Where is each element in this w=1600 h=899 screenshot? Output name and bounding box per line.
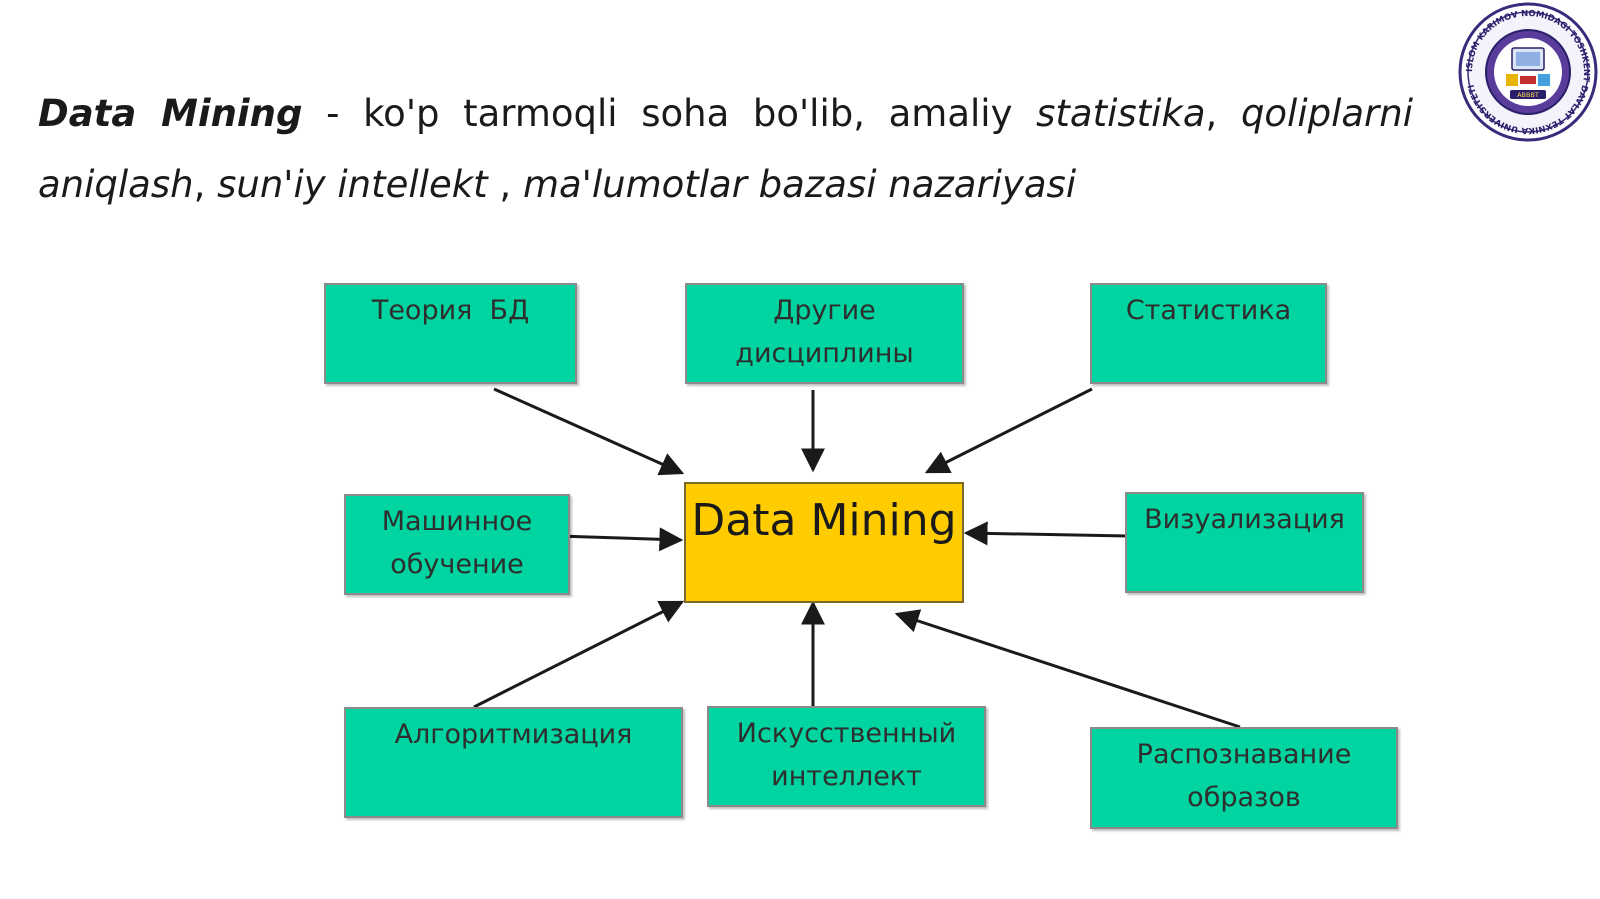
node-db-theory: Теория БД <box>324 283 577 384</box>
intro-suniy-intellekt: sun'iy intellekt <box>217 163 488 206</box>
node-artificial-intelligence-line-1: Искусственный <box>736 718 957 749</box>
arrow-pattern-recognition <box>894 609 1241 729</box>
arrow-algorithmization <box>473 600 685 709</box>
node-visualization-line-1: Визуализация <box>1144 504 1345 535</box>
university-seal-logo: ISLOM KARIMOV NOMIDAGI TOSHKENT DAVLAT T… <box>1458 2 1598 142</box>
arrow-machine-learning <box>557 527 684 552</box>
node-algorithmization: Алгоритмизация <box>344 707 683 818</box>
term-data-mining: Data Mining <box>38 92 303 135</box>
intro-comma-3: , <box>487 163 523 206</box>
arrow-db-theory <box>493 387 685 476</box>
node-pattern-recognition-line-1: Распознавание <box>1136 739 1352 770</box>
node-other-disciplines: Другие дисциплины <box>685 283 964 384</box>
intro-malumotlar-bazasi: ma'lumotlar bazasi nazariyasi <box>522 163 1077 206</box>
node-visualization: Визуализация <box>1125 492 1364 593</box>
arrow-statistics <box>924 387 1093 474</box>
intro-paragraph: Data Mining - ko'p tarmoqli soha bo'lib,… <box>38 78 1413 220</box>
intro-comma-1: , <box>1205 92 1241 135</box>
intro-separator: - <box>302 92 364 135</box>
svg-text:ABBBT: ABBBT <box>1517 91 1539 99</box>
intro-text-1: ko'p tarmoqli soha bo'lib, amaliy <box>363 92 1037 135</box>
node-other-disciplines-line-1: Другие <box>773 295 876 326</box>
arrow-visualization <box>963 521 1129 546</box>
center-node-data-mining: Data Mining <box>684 482 964 603</box>
node-db-theory-line-1: Теория БД <box>371 295 530 326</box>
intro-comma-2: , <box>193 163 218 206</box>
node-machine-learning: Машинное обучение <box>344 494 570 595</box>
node-statistics: Статистика <box>1090 283 1327 384</box>
node-machine-learning-line-2: обучение <box>390 549 524 580</box>
node-pattern-recognition-line-2: образов <box>1187 782 1301 813</box>
node-statistics-line-1: Статистика <box>1125 295 1292 326</box>
node-artificial-intelligence: Искусственный интеллект <box>707 706 986 807</box>
node-other-disciplines-line-2: дисциплины <box>735 338 914 369</box>
node-algorithmization-line-1: Алгоритмизация <box>394 719 633 750</box>
intro-qoliplarni-aniqlash: qoliplarni aniqlash <box>38 92 1414 206</box>
intro-statistika: statistika <box>1036 92 1206 135</box>
node-machine-learning-line-1: Машинное <box>381 506 533 537</box>
node-artificial-intelligence-line-2: интеллект <box>771 761 922 792</box>
node-pattern-recognition: Распознавание образов <box>1090 727 1398 829</box>
